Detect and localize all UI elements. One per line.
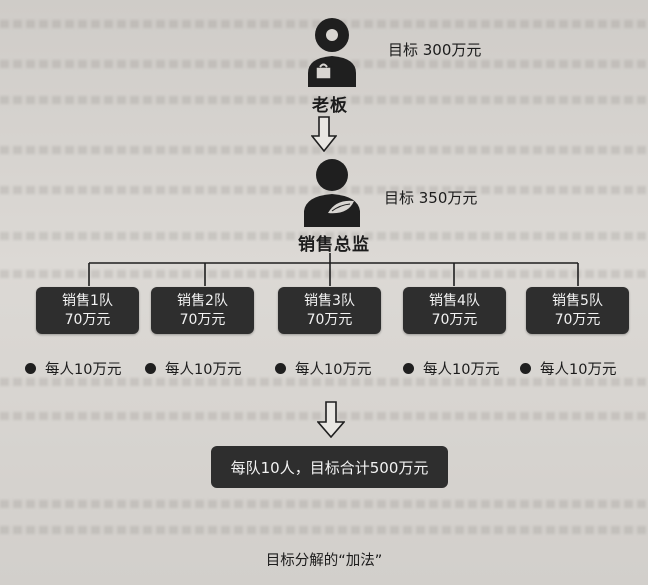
bullet-dot-icon xyxy=(145,363,156,374)
bullet-dot-icon xyxy=(25,363,36,374)
team-amount: 70万元 xyxy=(64,311,111,328)
bullet-dot-icon xyxy=(520,363,531,374)
per-person-item: 每人10万元 xyxy=(275,358,371,379)
bleed-through-text xyxy=(0,96,648,104)
team-name: 销售5队 xyxy=(552,292,603,309)
boss-target: 目标 300万元 xyxy=(388,41,482,59)
bleed-through-text xyxy=(0,526,648,534)
team-box-2: 销售2队 70万元 xyxy=(151,287,254,334)
bleed-through-text xyxy=(0,232,648,240)
team-name: 销售3队 xyxy=(304,292,355,309)
per-person-text: 每人10万元 xyxy=(165,362,242,378)
bleed-through-text xyxy=(0,378,648,386)
team-box-5: 销售5队 70万元 xyxy=(526,287,629,334)
bleed-through-text xyxy=(0,500,648,508)
team-amount: 70万元 xyxy=(431,311,478,328)
summary-box: 每队10人，目标合计500万元 xyxy=(211,446,448,488)
per-person-text: 每人10万元 xyxy=(540,362,617,378)
team-name: 销售4队 xyxy=(429,292,480,309)
per-person-text: 每人10万元 xyxy=(45,362,122,378)
per-person-item: 每人10万元 xyxy=(25,358,121,379)
bullet-dot-icon xyxy=(275,363,286,374)
director-target: 目标 350万元 xyxy=(384,189,478,207)
team-amount: 70万元 xyxy=(554,311,601,328)
team-name: 销售2队 xyxy=(177,292,228,309)
per-person-item: 每人10万元 xyxy=(145,358,241,379)
director-label: 销售总监 xyxy=(298,235,370,255)
boss-person-icon xyxy=(308,18,356,87)
down-arrow-icon xyxy=(317,401,345,438)
team-box-3: 销售3队 70万元 xyxy=(278,287,381,334)
bleed-through-text xyxy=(0,270,648,278)
team-name: 销售1队 xyxy=(62,292,113,309)
bullet-dot-icon xyxy=(403,363,414,374)
team-box-1: 销售1队 70万元 xyxy=(36,287,139,334)
summary-text: 每队10人，目标合计500万元 xyxy=(230,458,429,477)
boss-label: 老板 xyxy=(312,96,348,116)
team-amount: 70万元 xyxy=(306,311,353,328)
team-box-4: 销售4队 70万元 xyxy=(403,287,506,334)
per-person-text: 每人10万元 xyxy=(295,362,372,378)
bleed-through-text xyxy=(0,412,648,420)
director-person-icon xyxy=(304,159,360,227)
per-person-item: 每人10万元 xyxy=(403,358,499,379)
team-amount: 70万元 xyxy=(179,311,226,328)
figure-caption: 目标分解的“加法” xyxy=(265,553,383,569)
per-person-text: 每人10万元 xyxy=(423,362,500,378)
down-arrow-icon xyxy=(311,116,337,152)
bleed-through-text xyxy=(0,186,648,194)
per-person-item: 每人10万元 xyxy=(520,358,616,379)
